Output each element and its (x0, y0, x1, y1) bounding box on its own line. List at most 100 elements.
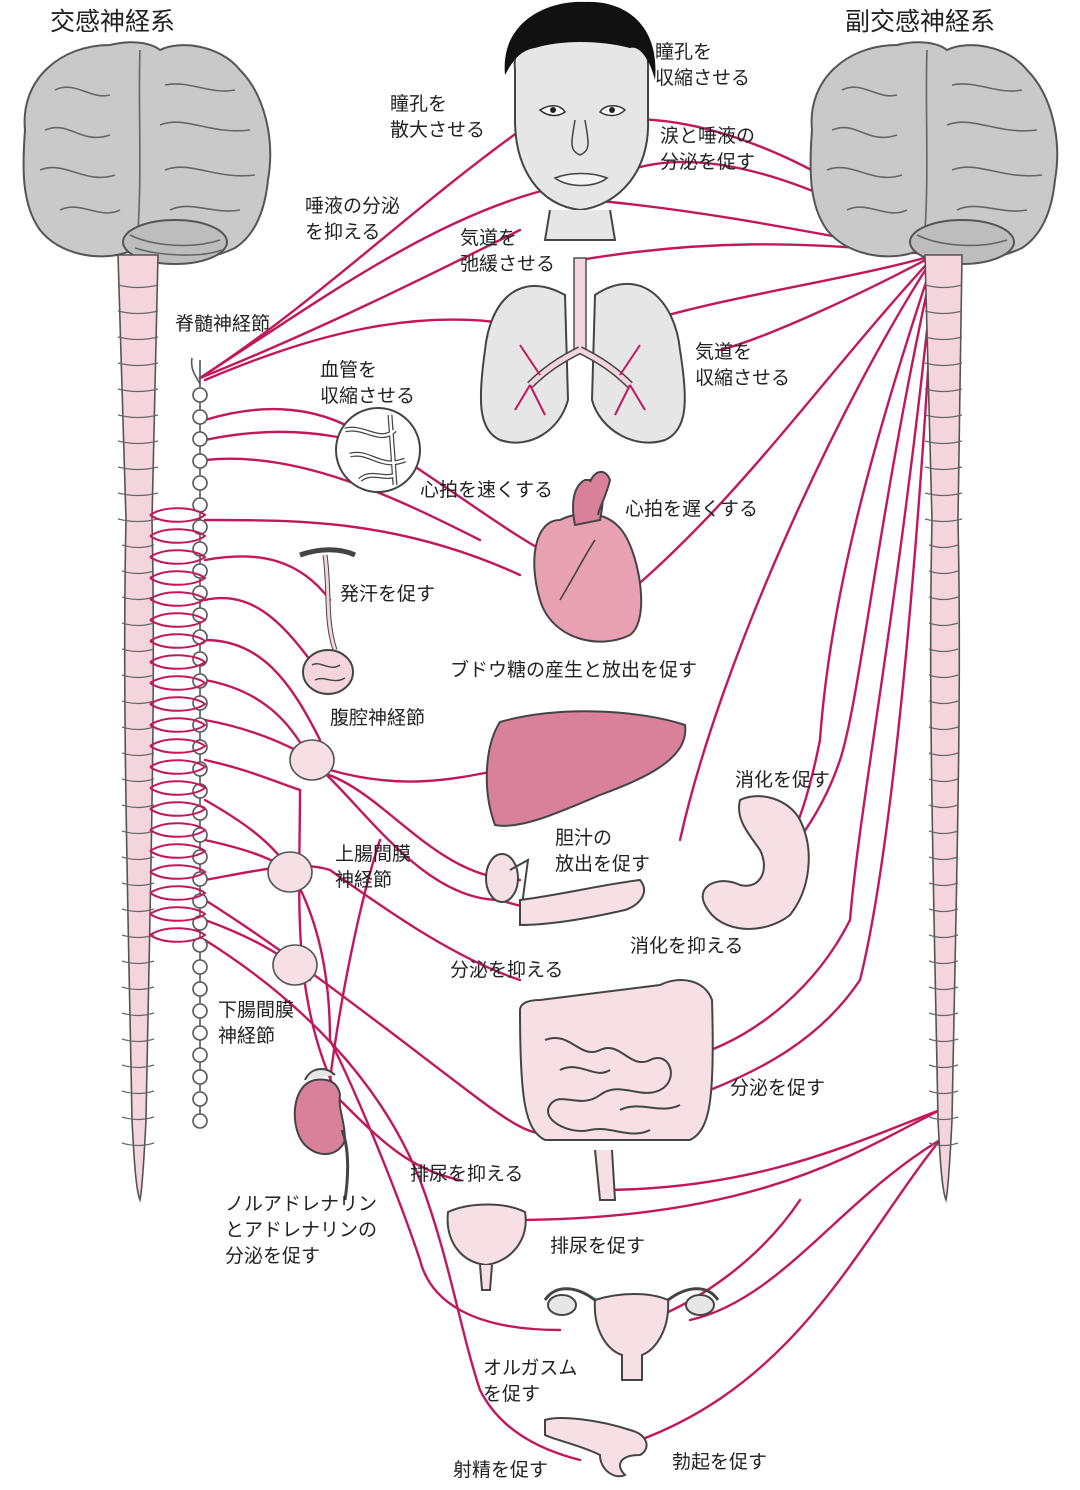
cord-segment (928, 1090, 959, 1095)
cord-segment (121, 986, 155, 991)
label-tears-saliva-2: 分泌を促す (660, 151, 755, 173)
label-tears-saliva-1: 涙と唾液の (660, 124, 755, 147)
lungs (479, 257, 686, 444)
chain-ganglion (192, 1091, 208, 1107)
cord-segment (121, 622, 155, 627)
cord-segment (117, 492, 159, 497)
label-vessel-constrict-1: 血管を (320, 359, 377, 381)
blood-vessel (335, 407, 421, 493)
title-parasympathetic: 副交感神経系 (845, 7, 995, 36)
label-sup-mesenteric-1: 上腸間膜 (335, 843, 411, 865)
ramus-coil (149, 906, 207, 922)
cord-segment (928, 544, 959, 549)
label-ejaculation: 射精を促す (453, 1459, 548, 1481)
cord-segment (924, 284, 963, 289)
face (504, 1, 656, 241)
cord-segment (928, 908, 959, 913)
label-sweat: 発汗を促す (340, 583, 435, 605)
heart (533, 471, 643, 643)
title-sympathetic: 交感神経系 (50, 7, 175, 36)
chain-ganglion (192, 475, 208, 491)
label-orgasm-1: オルガスム (483, 1357, 577, 1379)
cord-segment (121, 700, 155, 705)
liver (485, 710, 687, 827)
cord-segment (928, 1064, 959, 1069)
cord-segment (924, 518, 963, 523)
ramus-coil (149, 591, 207, 607)
labels: 交感神経系 副交感神経系 脊髄神経節 瞳孔を 散大させる 瞳孔を 収縮させる 涙… (50, 7, 995, 1481)
ramus-coil (149, 612, 207, 628)
chain-ganglion (192, 409, 208, 425)
cord-segment (928, 596, 959, 601)
cord-segment (121, 1012, 155, 1017)
label-airway-relax-2: 弛緩させる (460, 253, 555, 275)
cord-segment (928, 882, 959, 887)
ramus-coil (149, 864, 207, 880)
cord-segment (924, 440, 963, 445)
cord-segment (928, 960, 959, 965)
chain-ganglion (192, 1113, 208, 1129)
cord-segment (928, 700, 959, 705)
cord-segment (924, 310, 963, 315)
chain-ganglion (192, 387, 208, 403)
right-brain (809, 41, 1059, 265)
label-vessel-constrict-2: 収縮させる (320, 385, 415, 407)
penis (544, 1417, 648, 1478)
chain-ganglion (192, 959, 208, 975)
cord-segment (121, 1116, 155, 1121)
cord-segment (928, 934, 959, 939)
cord-segment (924, 362, 963, 367)
cord-segment (121, 856, 155, 861)
chain-ganglion (192, 981, 208, 997)
label-pupil-constrict-2: 収縮させる (655, 67, 750, 89)
label-secretion-promote: 分泌を促す (730, 1077, 825, 1099)
ramus-coil (149, 696, 207, 712)
sweat-gland (299, 547, 357, 695)
label-urination-promote: 排尿を促す (550, 1235, 645, 1257)
cord-segment (117, 284, 159, 289)
cord-segment (924, 388, 963, 393)
chain-ganglion (192, 1069, 208, 1085)
cord-segment (928, 1012, 959, 1017)
cord-segment (928, 570, 959, 575)
ganglia (267, 739, 335, 986)
cord-segment (117, 518, 159, 523)
ramus-coil (149, 780, 207, 796)
cord-segment (928, 986, 959, 991)
label-adrenaline-3: 分泌を促す (225, 1245, 320, 1267)
cord-segment (928, 1116, 959, 1121)
ramus-coil (149, 801, 207, 817)
cord-segment (121, 882, 155, 887)
ramus-coil (149, 738, 207, 754)
label-inf-mesenteric-1: 下腸間膜 (218, 999, 294, 1021)
ramus-coil (149, 507, 207, 523)
cord-segment (928, 726, 959, 731)
label-inf-mesenteric-2: 神経節 (218, 1025, 275, 1047)
cord-segment (121, 1142, 155, 1147)
cord-segment (121, 908, 155, 913)
cord-segment (928, 778, 959, 783)
cord-segment (121, 752, 155, 757)
cord-segment (121, 778, 155, 783)
cord-segment (924, 414, 963, 419)
cord-segment (928, 1038, 959, 1043)
cord-segment (924, 492, 963, 497)
ramus-coil (149, 843, 207, 859)
label-airway-constrict-1: 気道を (695, 341, 752, 363)
label-pupil-dilate-2: 散大させる (390, 119, 485, 141)
chain-ganglion (192, 1025, 208, 1041)
cord-segment (121, 674, 155, 679)
label-saliva-inhibit-2: を抑える (305, 221, 380, 243)
cord-segment (121, 648, 155, 653)
stomach (701, 795, 810, 930)
cord-segment (117, 466, 159, 471)
gallbladder-pancreas (485, 853, 645, 927)
cord-segment (121, 544, 155, 549)
cord-segment (117, 362, 159, 367)
cord-segment (117, 414, 159, 419)
cord-segment (121, 1090, 155, 1095)
label-sup-mesenteric-2: 神経節 (335, 869, 392, 891)
label-bile-2: 放出を促す (555, 853, 650, 875)
label-spinal-ganglia: 脊髄神経節 (175, 313, 270, 335)
cord-segment (928, 622, 959, 627)
